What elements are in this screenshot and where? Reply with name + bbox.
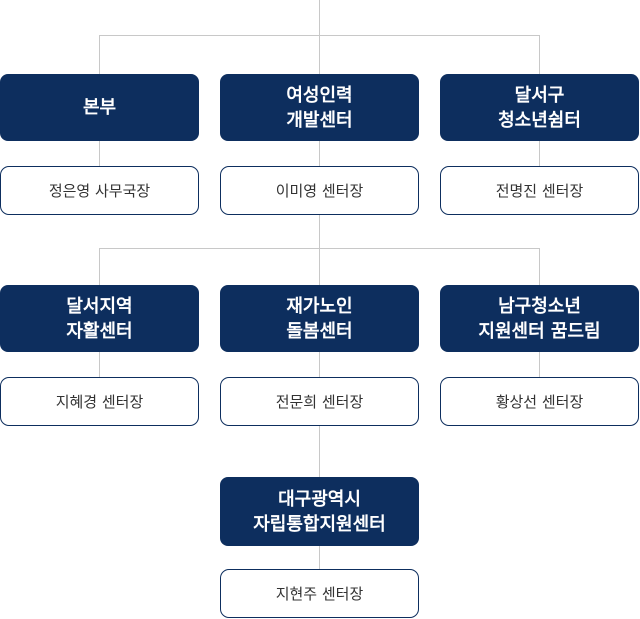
head-box-self-sufficiency-center: 지혜경 센터장: [0, 377, 199, 426]
head-box-youth-support-center: 황상선 센터장: [440, 377, 639, 426]
org-name-line: 자립통합지원센터: [253, 513, 386, 535]
org-name-line: 자활센터: [66, 320, 133, 342]
org-name-line: 개발센터: [286, 109, 353, 131]
head-name: 전명진 센터장: [495, 182, 584, 200]
org-box-women-workforce-center: 여성인력 개발센터: [220, 74, 419, 141]
org-name-line: 여성인력: [286, 84, 353, 106]
head-name: 전문희 센터장: [275, 393, 364, 411]
org-name-line: 달서지역: [66, 295, 133, 317]
org-box-independence-support-center: 대구광역시 자립통합지원센터: [220, 477, 419, 546]
org-name-line: 돌봄센터: [286, 320, 353, 342]
org-box-self-sufficiency-center: 달서지역 자활센터: [0, 285, 199, 352]
head-box-headquarters: 정은영 사무국장: [0, 166, 199, 215]
org-name-line: 달서구: [514, 84, 565, 106]
org-name-line: 재가노인: [286, 295, 353, 317]
connector-row1-bar: [99, 35, 540, 36]
org-name-line: 지원센터 꿈드림: [478, 320, 601, 342]
head-name: 황상선 센터장: [495, 393, 584, 411]
org-box-youth-support-center: 남구청소년 지원센터 꿈드림: [440, 285, 639, 352]
org-box-elderly-care-center: 재가노인 돌봄센터: [220, 285, 419, 352]
org-box-youth-shelter: 달서구 청소년쉼터: [440, 74, 639, 141]
connector-row2-bar: [99, 248, 540, 249]
head-name: 지현주 센터장: [275, 585, 364, 603]
head-box-elderly-care-center: 전문희 센터장: [220, 377, 419, 426]
head-name: 지혜경 센터장: [55, 393, 144, 411]
org-name-line: 대구광역시: [278, 488, 361, 510]
org-name-line: 본부: [82, 97, 117, 118]
org-name-line: 청소년쉼터: [498, 109, 581, 131]
head-box-independence-support-center: 지현주 센터장: [220, 569, 419, 618]
org-name-line: 남구청소년: [498, 295, 581, 317]
head-name: 이미영 센터장: [275, 182, 364, 200]
head-box-youth-shelter: 전명진 센터장: [440, 166, 639, 215]
head-name: 정은영 사무국장: [48, 182, 151, 200]
org-box-headquarters: 본부: [0, 74, 199, 141]
head-box-women-workforce-center: 이미영 센터장: [220, 166, 419, 215]
